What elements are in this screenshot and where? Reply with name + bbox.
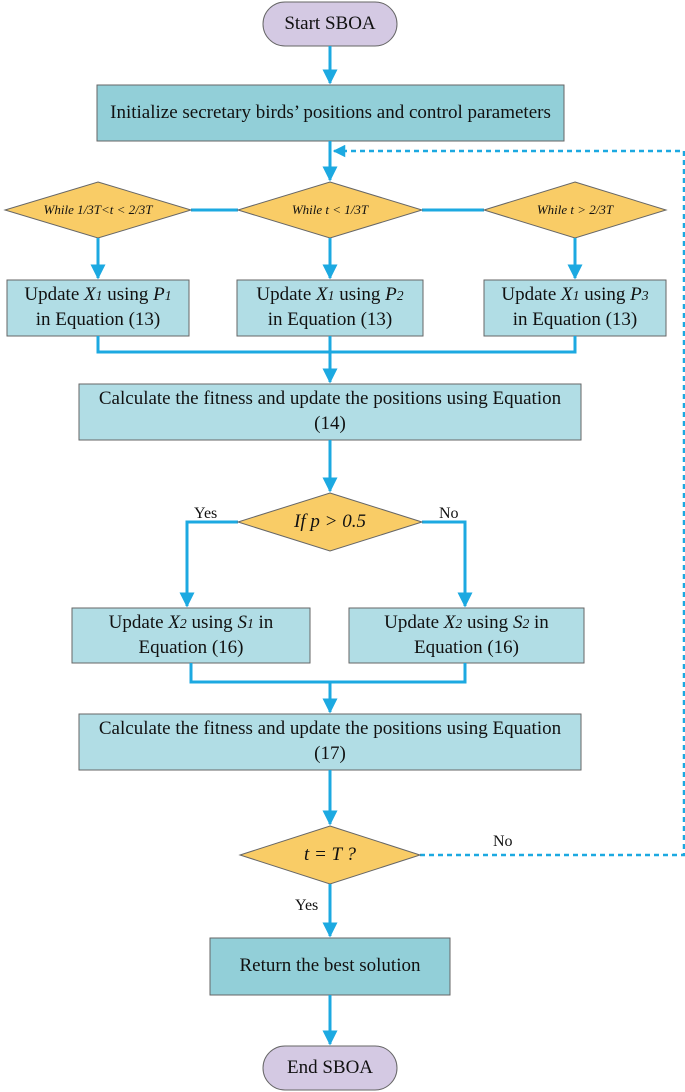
merge-line-x1	[96, 336, 577, 354]
fitness2-shape	[78, 713, 582, 771]
condition-left-diamond	[3, 181, 193, 239]
decision-p-diamond	[236, 492, 424, 552]
update-x1-left-shape	[6, 279, 190, 337]
condition-right-diamond	[482, 181, 668, 239]
start-terminal-shape	[262, 1, 398, 47]
end-terminal-shape	[262, 1045, 398, 1091]
return-box-shape	[209, 937, 451, 996]
init-box-shape	[96, 84, 565, 142]
update-x1-right-shape	[483, 279, 667, 337]
update-x2-right-shape	[348, 607, 585, 664]
loop-no-label: No	[493, 833, 513, 850]
no-label: No	[439, 505, 459, 522]
yes-label: Yes	[194, 505, 218, 522]
update-x1-middle-shape	[236, 279, 424, 337]
loop-yes-label: Yes	[295, 897, 319, 914]
update-x2-left-shape	[71, 607, 311, 664]
branch-yes-line	[179, 520, 238, 608]
decision-t-diamond	[238, 825, 422, 885]
branch-no-line	[422, 520, 473, 608]
loop-back-dashed-line	[332, 144, 685, 857]
condition-middle-diamond	[236, 181, 424, 239]
merge-line-x2	[189, 663, 467, 684]
fitness1-shape	[78, 383, 582, 441]
